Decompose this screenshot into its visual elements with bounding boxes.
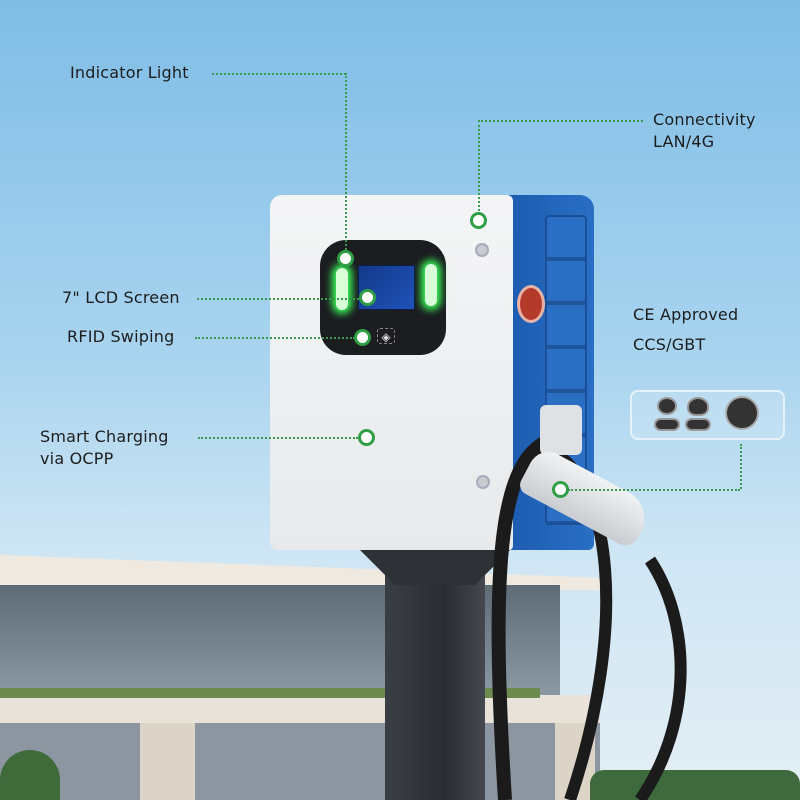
indicator-light-left — [336, 268, 348, 310]
indicator-light-label: Indicator Light — [70, 63, 189, 82]
indicator-light-right — [425, 264, 437, 306]
holster — [540, 405, 582, 455]
ccs-connector-icon — [657, 397, 677, 415]
connectivity-marker — [470, 212, 487, 229]
mounting-pole — [385, 545, 485, 800]
type2-connector-icon — [687, 397, 709, 416]
trees-background — [590, 770, 800, 800]
lcd-screen-label: 7" LCD Screen — [62, 288, 180, 307]
gbt-connector-icon — [725, 396, 759, 430]
connectivity-label: Connectivity LAN/4G — [653, 110, 756, 151]
connector-types-box — [630, 390, 785, 440]
rfid-marker — [354, 329, 371, 346]
lcd-screen-marker — [359, 289, 376, 306]
smart-charging-label: Smart Charging via OCPP — [40, 427, 169, 468]
rfid-label: RFID Swiping — [67, 327, 175, 346]
rfid-card-icon[interactable]: ◈ — [377, 328, 395, 344]
ce-approved-label: CE Approved CCS/GBT — [633, 305, 739, 354]
indicator-light-marker — [337, 250, 354, 267]
ce-approved-marker — [552, 481, 569, 498]
smart-charging-marker — [358, 429, 375, 446]
emergency-stop-button[interactable] — [517, 285, 545, 323]
